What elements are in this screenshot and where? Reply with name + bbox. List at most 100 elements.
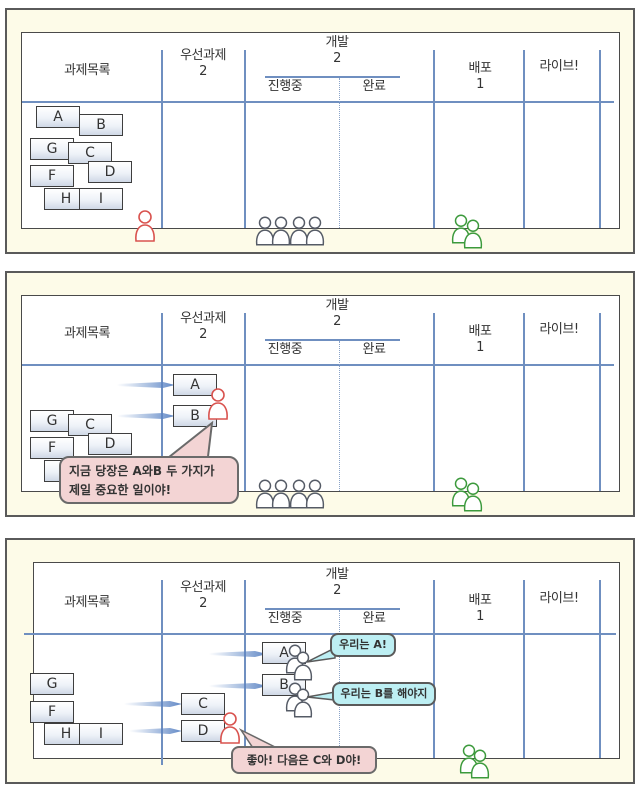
product-owner-icon [206,386,230,422]
header-dev: 개발 2 [287,35,387,67]
header-priority-limit: 2 [199,327,207,342]
task-card[interactable]: D [88,161,132,183]
move-arrow [117,413,175,419]
task-card[interactable]: F [30,437,74,459]
header-done: 완료 [362,342,386,357]
header-deploy-limit: 1 [476,609,484,624]
kanban-board: 과제목록 우선과제 2 개발 2 진행중 완료 배포 1 라이브! A B G … [21,295,620,492]
header-done: 완료 [362,611,386,626]
column-divider [244,580,246,760]
task-card[interactable]: A [173,374,217,396]
header-deploy-limit: 1 [476,77,484,92]
header-priority-label: 우선과제 [180,311,226,326]
column-divider [523,50,525,228]
column-divider [599,50,601,228]
header-live: 라이브! [539,59,579,74]
column-divider [161,313,163,491]
dev-subcolumn-divider [339,341,340,491]
header-backlog: 과제목록 [64,326,110,341]
ops-team-member-icon [462,481,484,513]
header-in-progress: 진행중 [267,79,303,94]
header-deploy-label: 배포 [468,61,492,76]
header-deploy-label: 배포 [468,324,492,339]
move-arrow [209,683,267,689]
header-dev-label: 개발 [325,298,349,313]
dev-subcolumn-divider [339,78,340,228]
header-deploy: 배포 1 [440,61,520,93]
header-dev-label: 개발 [325,567,349,582]
dev-team-member-icon [304,215,326,247]
move-arrow [129,728,182,734]
header-priority-label: 우선과제 [180,48,226,63]
header-priority: 우선과제 2 [161,48,245,80]
speech-bubble: 우리는 A! [330,633,396,657]
dev-subheader-line [265,608,400,610]
task-card[interactable]: D [88,433,132,455]
header-dev-limit: 2 [333,583,341,598]
panel-3: 과제목록 우선과제 2 개발 2 진행중 완료 배포 1 라이브! A B C … [5,538,635,784]
move-arrow [117,382,175,388]
header-priority-limit: 2 [199,596,207,611]
task-card[interactable]: I [79,188,123,210]
task-card[interactable]: G [30,410,74,432]
header-live: 라이브! [539,322,579,337]
column-divider [161,50,163,228]
header-deploy-limit: 1 [476,340,484,355]
column-divider [433,313,435,491]
column-divider [244,313,246,491]
dev-subheader-line [265,76,400,78]
column-divider [523,580,525,758]
dev-team-member-icon [304,478,326,510]
speech-bubble-text: 지금 당장은 A와B 두 가지가 [69,464,215,478]
header-backlog: 과제목록 [64,63,110,78]
column-divider [523,313,525,491]
column-divider [599,313,601,491]
task-card[interactable]: C [68,414,112,436]
header-priority-label: 우선과제 [180,580,226,595]
task-card[interactable]: C [181,693,225,715]
header-deploy-label: 배포 [468,593,492,608]
header-dev-label: 개발 [325,35,349,50]
task-card[interactable]: D [181,720,225,742]
column-divider [433,50,435,228]
panel-2: 과제목록 우선과제 2 개발 2 진행중 완료 배포 1 라이브! A B G … [5,271,635,517]
header-dev-limit: 2 [333,314,341,329]
column-divider [244,50,246,228]
speech-bubble: 우리는 B를 해야지 [332,682,436,706]
header-backlog: 과제목록 [64,595,110,610]
panel-1: 과제목록 우선과제 2 개발 2 진행중 완료 배포 1 라이브! A B G … [5,8,635,254]
header-dev: 개발 2 [287,298,387,330]
header-priority: 우선과제 2 [161,311,245,343]
task-card[interactable]: F [30,165,74,187]
dev-subheader-line [265,339,400,341]
task-card[interactable]: I [79,723,123,745]
header-done: 완료 [362,79,386,94]
product-owner-icon [133,208,157,244]
speech-bubble: 좋아! 다음은 C와 D야! [231,746,377,774]
header-dev-limit: 2 [333,51,341,66]
header-priority-limit: 2 [199,64,207,79]
column-divider [599,580,601,758]
task-card[interactable]: G [30,673,74,695]
column-divider [161,580,163,765]
header-divider [22,364,614,366]
move-arrow [209,651,267,657]
task-card[interactable]: G [30,138,74,160]
ops-team-member-icon [469,748,491,780]
column-divider [433,580,435,758]
header-divider [24,633,616,635]
task-card[interactable]: A [36,106,80,128]
ops-team-member-icon [462,218,484,250]
header-dev: 개발 2 [287,567,387,599]
header-in-progress: 진행중 [267,611,303,626]
speech-bubble-text: 제일 중요한 일이야! [69,483,172,497]
task-card[interactable]: F [30,701,74,723]
header-live: 라이브! [539,591,579,606]
kanban-board: 과제목록 우선과제 2 개발 2 진행중 완료 배포 1 라이브! A B C … [24,562,620,765]
header-deploy: 배포 1 [440,593,520,625]
header-priority: 우선과제 2 [161,580,245,612]
header-deploy: 배포 1 [440,324,520,356]
task-card[interactable]: H [44,188,88,210]
task-card[interactable]: B [79,114,123,136]
move-arrow [124,701,182,707]
